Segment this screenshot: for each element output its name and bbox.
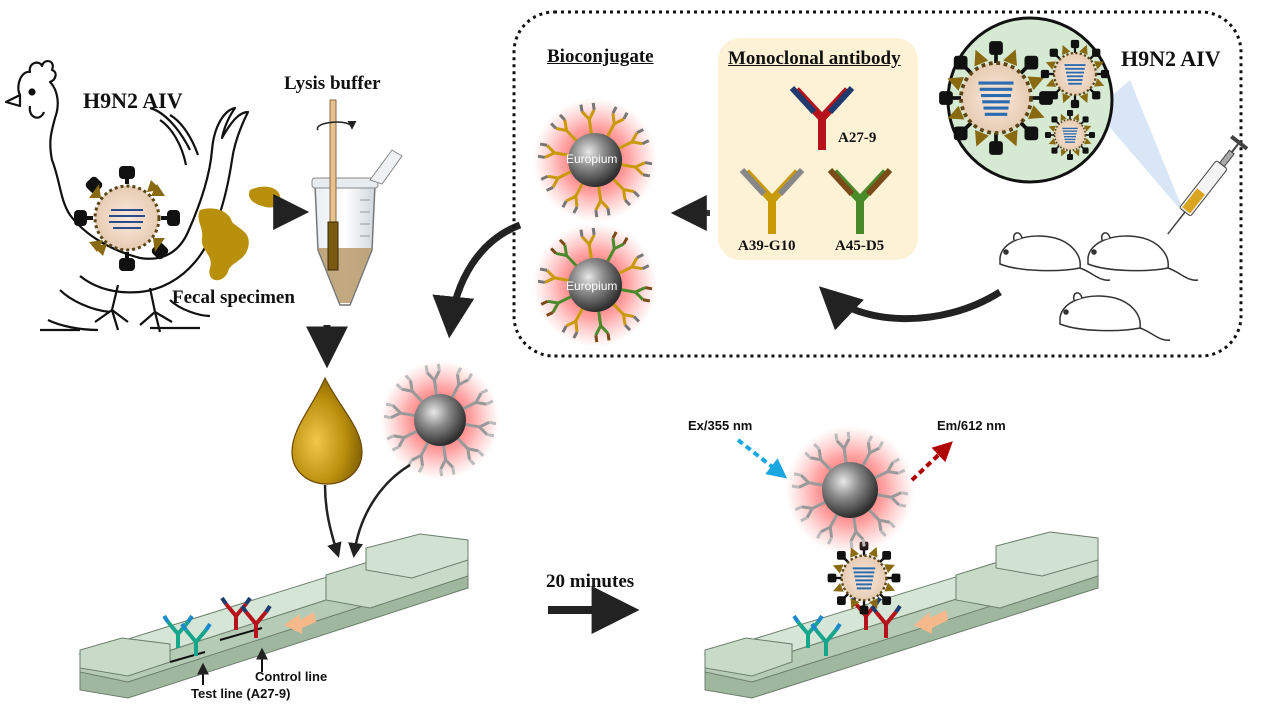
strip-antibody <box>220 596 252 630</box>
virus-on-strip <box>827 541 901 615</box>
strip-antibody <box>870 604 902 638</box>
antibody-a39-g10-label: A39-G10 <box>738 238 796 254</box>
bead-antibody <box>550 113 579 144</box>
fecal-specimen-label: Fecal specimen <box>172 287 295 308</box>
bead-antibody <box>550 238 579 269</box>
bioconjugate-bead-1 <box>532 97 658 223</box>
free-bead <box>380 360 500 480</box>
test-line-left <box>169 651 206 663</box>
monoclonal-antibody-label: Monoclonal antibody <box>728 48 901 69</box>
mice-group <box>999 232 1199 341</box>
bead-antibody <box>804 443 834 473</box>
arrow-bead-to-strip <box>348 463 411 558</box>
bead-antibody <box>386 429 420 452</box>
strip-antibody <box>810 622 842 656</box>
bead-antibody <box>834 431 851 465</box>
production-panel <box>512 10 1243 358</box>
antibody-a45-d5 <box>827 167 893 234</box>
antibody-a39-g10 <box>739 167 805 234</box>
bead-antibody <box>395 374 425 404</box>
antibody-a45-d5-label: A45-D5 <box>835 238 885 254</box>
bead-antibody <box>619 286 653 303</box>
arrow-drop-to-strip <box>323 484 342 558</box>
virus-medium <box>1040 39 1110 109</box>
lysis-buffer-label: Lysis buffer <box>284 73 381 94</box>
lysis-tube <box>311 99 403 306</box>
control-line-label: Control line <box>255 669 328 684</box>
bead-antibody <box>791 472 825 489</box>
antibody-a27-9-label: A27-9 <box>838 130 877 146</box>
arrow-bioconjugate-to-bead <box>432 221 522 339</box>
antibody-a27-9 <box>789 85 855 150</box>
strip-antibody <box>180 622 212 656</box>
bead-antibody <box>594 309 611 343</box>
bead-antibody <box>537 267 571 284</box>
bead-antibody <box>561 306 585 339</box>
fecal-specimen-blobs <box>198 186 281 281</box>
bead-antibody <box>561 181 585 214</box>
bead-antibody <box>579 227 596 261</box>
detect-bead <box>785 425 915 555</box>
bead-antibody <box>875 491 909 508</box>
bead-antibody <box>611 301 640 332</box>
bioconjugate-label: Bioconjugate <box>547 46 654 67</box>
bead-antibody <box>463 420 497 438</box>
bead-antibody <box>866 507 896 537</box>
h9n2-label-right: H9N2 AIV <box>1121 46 1221 71</box>
arrow-mice-to-mab <box>818 286 1002 331</box>
virus-particle-chicken <box>74 166 180 271</box>
h9n2-label-left: H9N2 AIV <box>83 88 183 113</box>
control-antibodies-left <box>220 596 272 638</box>
sample-drop <box>291 376 363 485</box>
virus-large <box>939 41 1053 155</box>
bead-antibody <box>383 402 417 420</box>
syringe <box>1167 134 1249 235</box>
bead-antibody <box>439 443 456 477</box>
europium-bead <box>414 394 466 446</box>
europium-label-1: Europium <box>566 152 618 166</box>
bead-antibody <box>619 161 653 178</box>
test-strip-right <box>703 531 1099 699</box>
bead-antibody <box>594 184 611 218</box>
excitation-arrow <box>736 438 788 479</box>
magnify-cone <box>1095 80 1185 215</box>
time-label: 20 minutes <box>546 571 635 592</box>
bead-antibody <box>616 253 650 276</box>
bead-antibody <box>616 128 650 151</box>
virus-small <box>1044 109 1096 161</box>
strip-antibody <box>240 604 272 638</box>
test-antibodies-right <box>792 614 842 656</box>
bead-antibody <box>537 142 571 159</box>
europium-bead <box>568 258 622 312</box>
strip-antibody <box>162 614 194 648</box>
bioconjugate-bead-2 <box>532 222 658 348</box>
emission-label: Em/612 nm <box>937 418 1006 433</box>
bead-antibody <box>424 363 441 397</box>
europium-label-2: Europium <box>566 279 618 293</box>
bead-antibody <box>605 231 629 264</box>
chicken-illustration <box>4 60 250 333</box>
europium-bead <box>822 462 878 518</box>
test-line-label: Test line (A27-9) <box>191 686 291 701</box>
bead-antibody <box>449 367 473 400</box>
emission-arrow <box>910 441 953 482</box>
bead-antibody <box>460 388 494 411</box>
test-antibodies-left <box>162 614 212 656</box>
bead-antibody <box>860 435 884 468</box>
bead-antibody <box>849 515 866 549</box>
bead-antibody <box>540 294 574 317</box>
bead-antibody <box>816 512 840 545</box>
bead-antibody <box>611 176 640 207</box>
europium-bead <box>568 133 622 187</box>
bead-antibody <box>872 457 906 480</box>
bead-antibody <box>579 102 596 136</box>
bead-antibody <box>605 106 629 139</box>
bead-antibody <box>540 169 574 192</box>
bead-antibody <box>455 436 485 466</box>
excitation-label: Ex/355 nm <box>688 418 753 433</box>
bead-antibody <box>794 500 828 523</box>
